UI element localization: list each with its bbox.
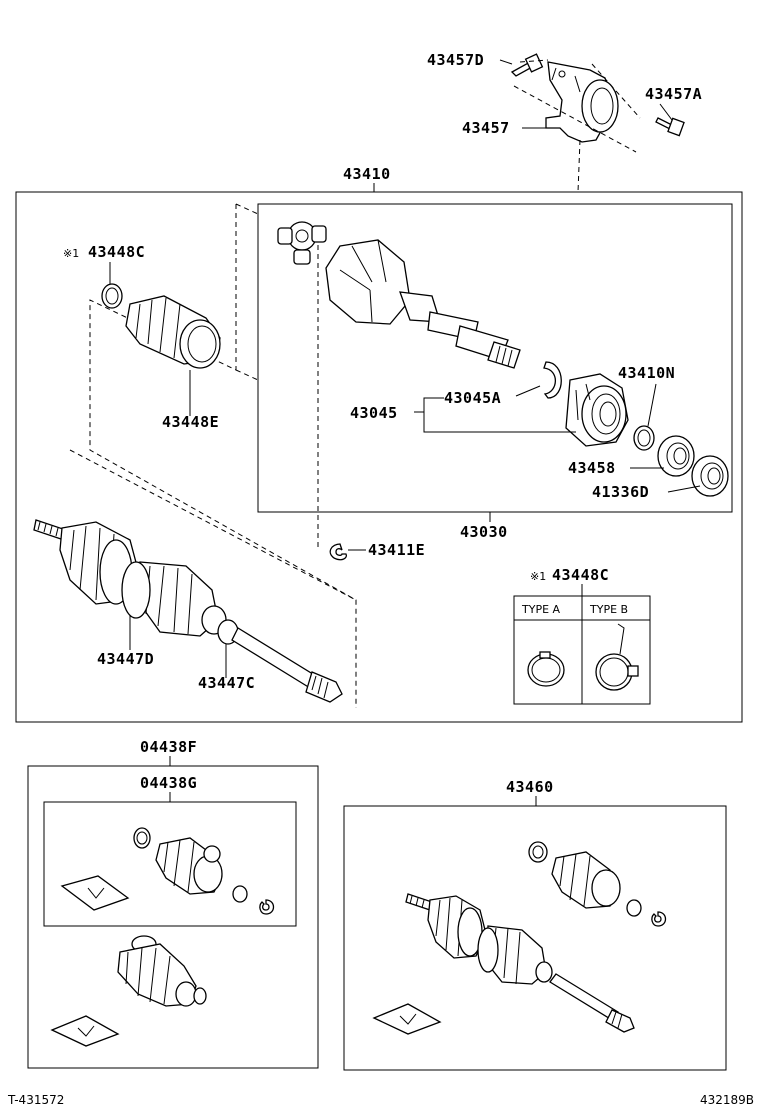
label-43448e: 43448E [162,413,219,431]
label-43448c-b-mark: ※1 [530,570,546,583]
kit-43460-boot[interactable] [551,851,621,909]
bearing-bracket[interactable] [545,61,619,143]
kit-43460-clamp[interactable] [528,841,548,863]
inboard-boot-43448e[interactable] [125,295,221,369]
label-04438f: 04438F [140,738,197,756]
frame-04438f [27,765,319,1069]
label-43458: 43458 [568,459,616,477]
clamp-type-table: TYPE A TYPE B [513,595,651,705]
kit-43460-shaft-assembly[interactable] [405,893,635,1033]
frame-43410 [15,191,743,723]
snap-ring-43045a[interactable] [543,361,562,399]
type-a-header: TYPE A [521,603,561,616]
label-04438g: 04438G [140,774,197,792]
label-43447d: 43447D [97,650,154,668]
circlip-43411e[interactable] [329,543,348,561]
center-bearing-43045[interactable] [565,373,629,447]
kit-f-boot[interactable] [117,943,207,1007]
kit-g-clamp[interactable] [133,827,151,849]
outboard-shaft-assembly[interactable] [33,519,343,703]
clamp-type-b-icon [595,623,639,691]
kit-g-circlip[interactable] [259,899,275,915]
label-43411e: 43411E [368,541,425,559]
label-41336d: 41336D [592,483,649,501]
bearing-43458[interactable] [657,435,695,477]
label-43410n: 43410N [618,364,675,382]
label-43045a: 43045A [444,389,501,407]
kit-g-ring[interactable] [232,885,248,903]
tripod-joint[interactable] [277,221,327,265]
boot-clamp-small[interactable] [101,283,123,309]
label-43457a: 43457A [645,85,702,103]
type-b-header: TYPE B [589,603,628,616]
bolt-43457a[interactable] [655,117,685,137]
footer-left-code: T-431572 [7,1093,64,1107]
kit-43460-circlip[interactable] [651,911,667,927]
footer-right-code: 432189B [700,1093,754,1107]
label-43410: 43410 [343,165,391,183]
bolt-43457d[interactable] [510,53,544,77]
label-43030: 43030 [460,523,508,541]
label-43448c-b: 43448C [552,566,609,584]
frame-43460 [343,805,727,1071]
label-43045: 43045 [350,404,398,422]
frame-43030 [257,203,733,513]
kit-f-grease-packet[interactable] [50,1015,120,1047]
kit-g-grease-packet[interactable] [60,875,130,911]
label-43457: 43457 [462,119,510,137]
frame-04438g [43,801,297,927]
clamp-type-a-icon [527,651,565,687]
label-43448c: 43448C [88,243,145,261]
kit-43460-ring[interactable] [626,899,642,917]
label-43448c-mark: ※1 [63,247,79,260]
inboard-joint-shaft[interactable] [325,239,521,369]
seal-41336d[interactable] [691,455,729,497]
label-43460: 43460 [506,778,554,796]
kit-g-boot[interactable] [155,837,223,895]
ring-43410n[interactable] [633,425,655,451]
label-43457d: 43457D [427,51,484,69]
label-43447c: 43447C [198,674,255,692]
kit-43460-grease-packet[interactable] [372,1003,442,1035]
